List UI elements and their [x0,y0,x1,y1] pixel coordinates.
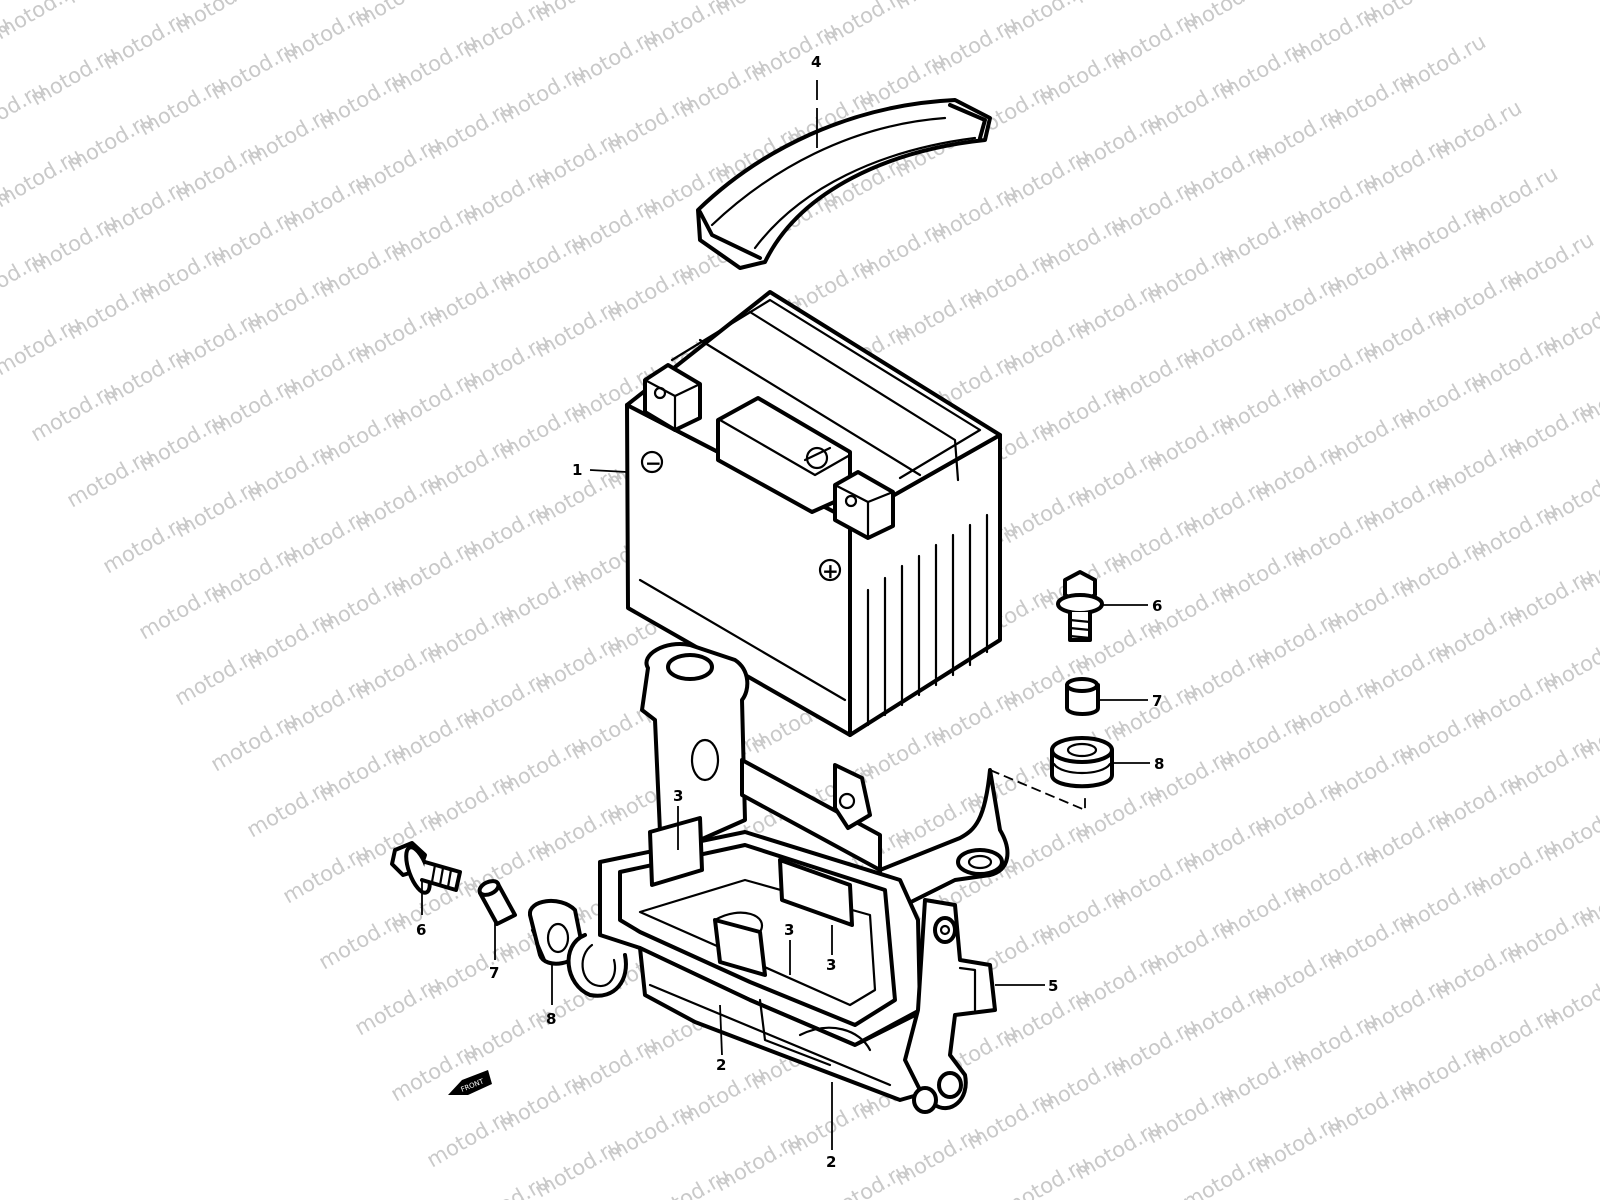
battery-tray [566,642,1010,1114]
watermark-text: motod.ru [1539,629,1600,698]
callout-pad-front-a: 3 [784,921,794,939]
callout-pad-front-b: 3 [826,956,836,974]
watermark-text: motod.ru [531,0,626,26]
watermark-text: motod.ru [1539,461,1600,530]
watermark-text: motod.ru [171,0,266,38]
grommet-right [1050,736,1114,789]
negative-terminal-symbol: − [645,451,662,475]
watermark-text: motod.ru [351,0,446,32]
callout-pad-left: 3 [673,787,683,805]
callout-collar-left: 7 [489,964,499,982]
bolt-right [1056,570,1104,642]
watermark-text: motod.ru [1503,227,1598,296]
watermark-text: motod.ru [999,0,1094,44]
grommet-left [528,898,584,966]
watermark-text: motod.ru [63,0,158,8]
watermark-text: motod.ru [1395,29,1490,98]
battery: − + [625,290,1002,737]
leader-lines [421,80,1150,1150]
callout-tray-lower: 2 [716,1056,726,1074]
watermark-text: motod.ru [1179,0,1274,38]
watermark-text: motod.ru [1467,161,1562,230]
callout-bolt-left: 6 [416,921,426,939]
bolt-left [390,841,462,895]
collar-left [477,879,517,926]
callout-battery: 1 [572,461,582,479]
watermark-text: motod.ru [1071,0,1166,8]
watermark-text: motod.ru [1431,95,1526,164]
callout-collar-right: 7 [1152,692,1162,710]
callout-bracket: 5 [1048,977,1058,995]
watermark-text: motod.ru [1251,0,1346,2]
callout-bolt-right: 6 [1152,597,1162,615]
callout-grommet-left: 8 [546,1010,556,1028]
callout-grommet-right: 8 [1154,755,1164,773]
collar-right [1065,677,1100,716]
battery-strap [696,98,992,270]
watermark-text: motod.ru [1359,0,1454,32]
callout-tray-upper: 2 [826,1153,836,1171]
watermark-text: motod.ru [1539,965,1600,1034]
callout-strap: 4 [811,53,821,71]
watermark-text: motod.ru [1539,797,1600,866]
positive-terminal-symbol: + [822,559,839,583]
front-direction-marker: FRONT [448,1070,492,1095]
watermark-text: motod.ru [711,0,806,20]
watermark-text: motod.ru [243,0,338,2]
watermark-text: motod.ru [1539,293,1600,362]
watermark-text: motod.ru [891,0,986,14]
